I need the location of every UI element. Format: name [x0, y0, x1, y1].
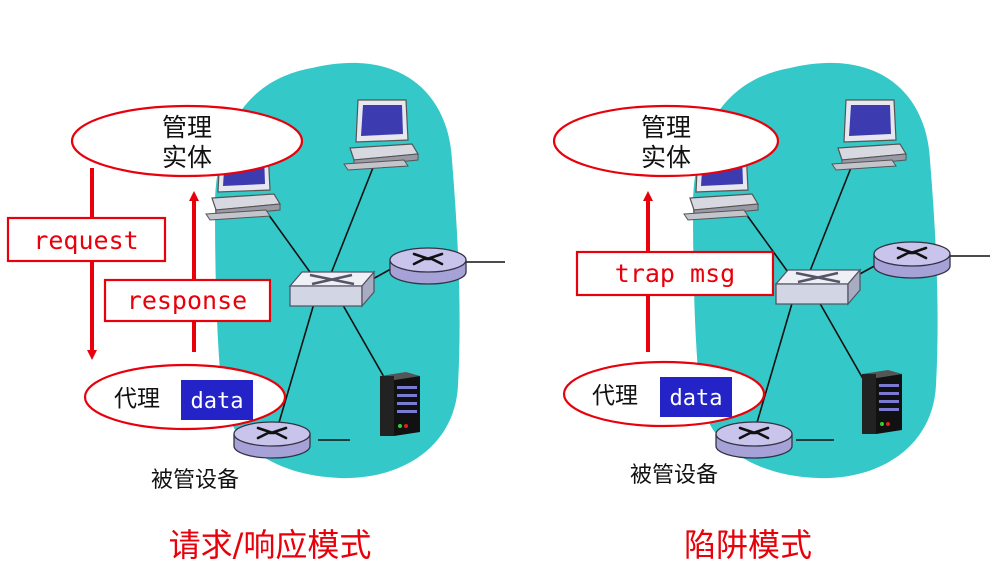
- left-router-2-icon: [232, 420, 312, 460]
- right-device-label: 被管设备: [630, 463, 718, 488]
- trap-label: trap msg: [615, 259, 735, 288]
- request-box: [6, 216, 167, 263]
- left-switch-icon: [288, 270, 376, 308]
- right-panel-trap: 管理 实体 trap msg 代理 data 被管设备 陷阱模式: [552, 62, 990, 564]
- right-agent-label: 代理: [592, 383, 638, 409]
- left-server-icon: [380, 372, 420, 436]
- right-manager-ellipse: [552, 104, 780, 178]
- trap-box: [575, 250, 775, 297]
- right-manager-line1: 管理: [641, 113, 691, 142]
- left-caption: 请求/响应模式: [169, 526, 372, 564]
- right-data-box: [660, 377, 732, 417]
- left-data-label: data: [191, 389, 244, 414]
- left-router-1-icon: [388, 246, 468, 286]
- response-label: response: [127, 286, 247, 315]
- left-manager-line1: 管理: [162, 113, 212, 142]
- right-data-label: data: [670, 386, 723, 411]
- left-panel-request-response: 管理 实体 request response 代理 data 被管设备 请求/响…: [6, 62, 505, 564]
- right-manager-line2: 实体: [641, 143, 691, 172]
- right-router-2-icon: [714, 420, 794, 460]
- left-manager-ellipse: [70, 104, 304, 178]
- right-caption: 陷阱模式: [684, 526, 812, 564]
- right-server-icon: [862, 370, 902, 434]
- left-manager-line2: 实体: [162, 143, 212, 172]
- left-data-box: [181, 380, 253, 420]
- request-label: request: [33, 226, 138, 255]
- left-device-label: 被管设备: [151, 468, 239, 493]
- left-agent-label: 代理: [114, 386, 160, 412]
- right-switch-icon: [774, 268, 862, 306]
- response-box: [103, 278, 272, 323]
- right-router-1-icon: [872, 240, 952, 280]
